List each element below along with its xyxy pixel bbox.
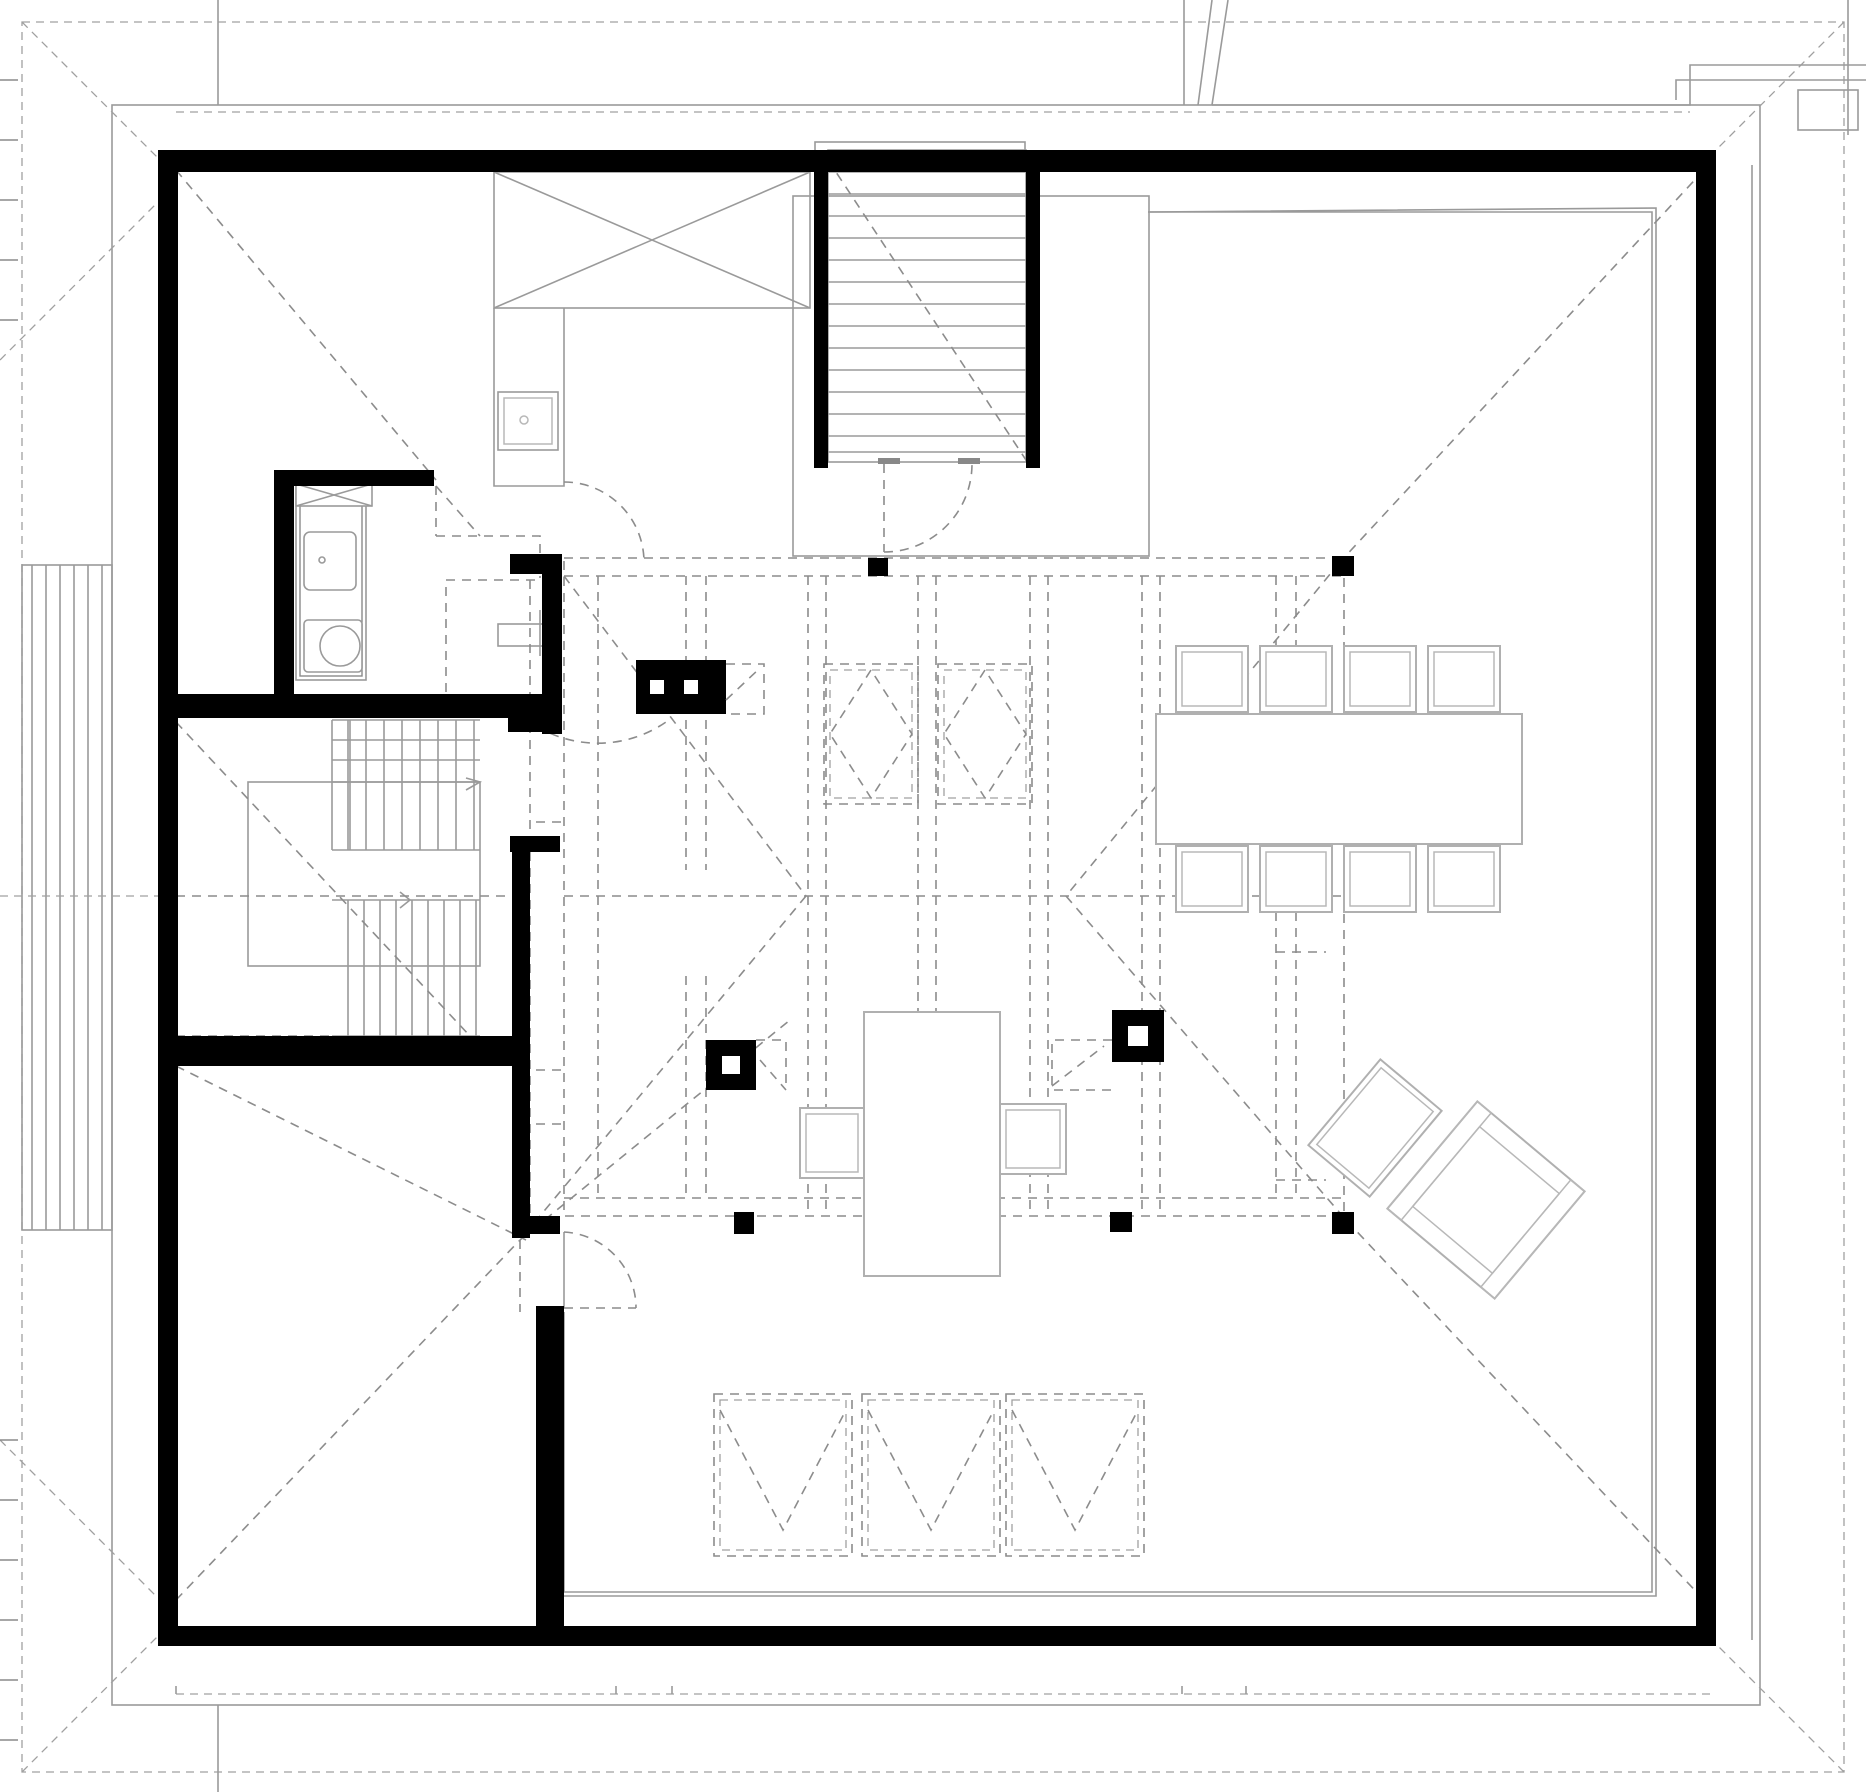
kitchen-door-swing [563, 481, 645, 563]
side-chair-right [999, 1103, 1067, 1175]
hall-basin [497, 623, 545, 647]
roof-eaves-outline [21, 21, 1845, 1773]
entry-door [563, 1231, 637, 1309]
roof-hip-se [1705, 1633, 1845, 1773]
living-floor-outline-2 [560, 207, 1657, 1597]
context-line-6 [1212, 64, 1866, 106]
stair-landing-zone [792, 195, 1150, 557]
context-line-4 [1197, 0, 1213, 106]
exterior-stair [21, 564, 113, 1231]
roof-hip-nw [21, 21, 161, 161]
context-line-5 [1211, 0, 1229, 106]
side-chair-left [799, 1107, 865, 1179]
context-box [1797, 89, 1859, 131]
lounge-chairs [1306, 1057, 1587, 1301]
chimney [636, 660, 726, 714]
dining-table [1155, 713, 1523, 845]
roof-hip-w1 [0, 199, 161, 361]
lounge-chair-1 [1306, 1057, 1444, 1199]
left-ticks [0, 79, 18, 1741]
toilet [303, 619, 363, 673]
center-table [863, 1011, 1001, 1277]
kitchen-sink [497, 391, 559, 451]
kitchen-counter-side [493, 308, 565, 487]
center-table-set [799, 1011, 1067, 1277]
columns [636, 556, 1354, 1234]
stairwell [175, 719, 520, 1037]
stair-door-swing [883, 463, 973, 553]
context-line-7 [1675, 79, 1866, 100]
upper-stair [827, 149, 1027, 464]
dining-chairs-top [1175, 645, 1501, 713]
skylights-lower [713, 1393, 1145, 1557]
walls [158, 150, 1716, 1646]
dining-set [1155, 645, 1523, 913]
roof-hip-sw [21, 1633, 161, 1773]
dining-chairs-bottom [1175, 845, 1501, 913]
bath-sink [303, 531, 357, 591]
bathroom [295, 483, 547, 697]
roof-hip-ne [1705, 21, 1845, 161]
bottom-eave [175, 111, 1716, 1695]
stair-void-diag [175, 721, 471, 1037]
roof-hip-w2 [0, 1439, 161, 1601]
skylights-upper [823, 663, 1033, 805]
toilet-bowl [319, 625, 361, 667]
hall-wash-area [445, 579, 547, 697]
